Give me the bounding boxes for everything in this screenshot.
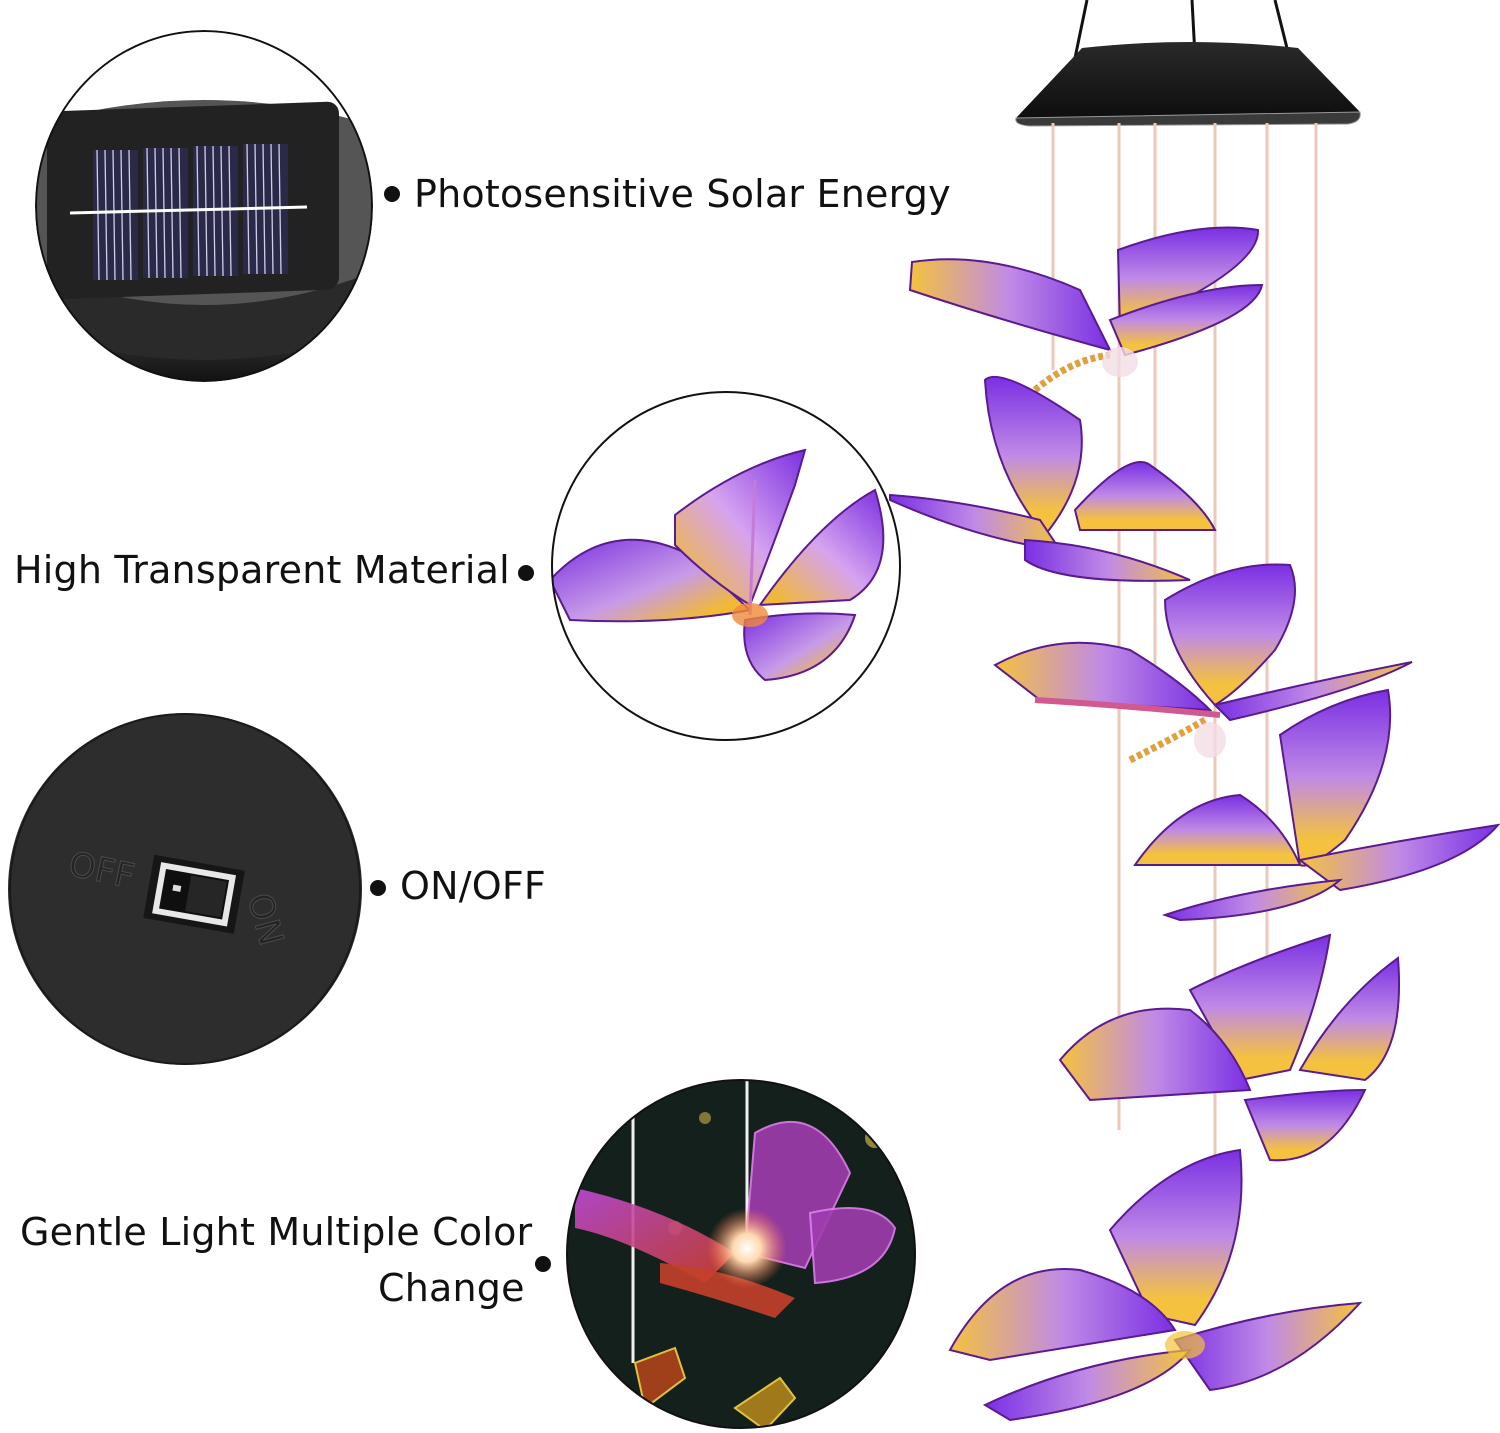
bullet-dot <box>535 1256 551 1272</box>
feature-label-switch: ON/OFF <box>400 864 546 908</box>
bullet-dot <box>384 186 400 202</box>
feature-label-light-line2: Change <box>378 1266 525 1310</box>
bullet-dot <box>518 565 534 581</box>
wind-chime-icon <box>889 0 1500 1422</box>
butterfly-2 <box>889 375 1217 582</box>
night-glow-closeup <box>565 1078 917 1430</box>
butterfly-5 <box>1058 933 1401 1162</box>
feature-label-light-line1: Gentle Light Multiple Color <box>20 1210 533 1254</box>
feature-label-material: High Transparent Material <box>14 548 510 592</box>
feature-label-solar: Photosensitive Solar Energy <box>414 172 951 216</box>
wind-chime-product <box>880 0 1500 1433</box>
butterfly-closeup <box>550 390 902 742</box>
glowing-butterfly-icon <box>566 1079 916 1429</box>
butterfly-icon <box>551 391 901 741</box>
solar-panel-closeup <box>35 30 373 382</box>
butterfly-4 <box>1133 688 1500 922</box>
switch-closeup: OFF ON <box>8 713 362 1065</box>
solar-panel-icon <box>35 30 373 382</box>
bullet-dot <box>370 880 386 896</box>
butterfly-6 <box>948 1148 1363 1422</box>
butterfly-3 <box>993 563 1413 764</box>
butterfly-1 <box>908 226 1264 393</box>
switch-icon: OFF ON <box>9 713 361 1065</box>
